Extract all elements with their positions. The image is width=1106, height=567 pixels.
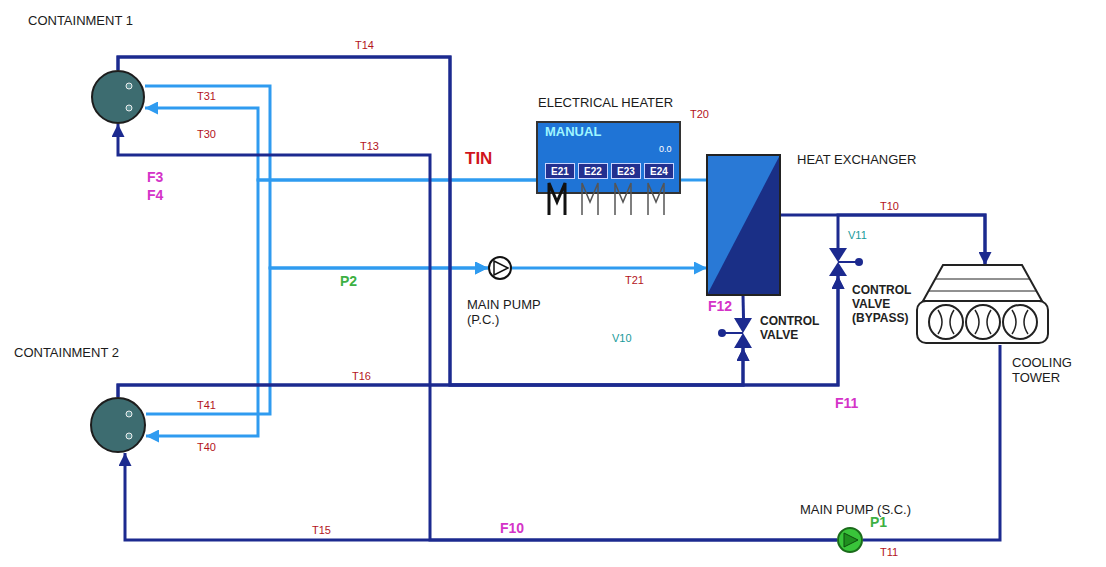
primary-pipe — [145, 86, 488, 268]
valve-tag: V11 — [848, 229, 867, 241]
pump-symbol: MAIN PUMP (S.C.) — [837, 527, 863, 553]
cooling-tower: COOLING TOWER — [915, 265, 1050, 345]
sensor-tag: T11 — [880, 546, 898, 558]
sensor-tag: T14 — [355, 39, 374, 51]
control-valve-outline — [731, 318, 755, 348]
primary-pipe — [680, 179, 707, 182]
secondary-pipe — [742, 295, 746, 318]
containment-tank-outline — [91, 70, 145, 124]
electrical-heater: ELECTRICAL HEATERMANUAL0.0E21E22E23E24 — [537, 122, 680, 193]
sensor-tag: T41 — [197, 399, 216, 411]
cooling-tower-outline — [915, 265, 1050, 345]
element-id: E23 — [617, 164, 635, 179]
sensor-tag: T16 — [352, 370, 371, 382]
node-heading: CONTAINMENT 2 — [14, 345, 119, 360]
heat-exchanger: HEAT EXCHANGER — [707, 155, 780, 295]
sensor-tag: T21 — [625, 274, 644, 286]
sensor-tag: T15 — [312, 524, 331, 536]
power-readout: 0.0 — [659, 142, 672, 157]
sensor-tag: T31 — [197, 90, 216, 102]
node-heading: MAIN PUMP (P.C.) — [467, 297, 559, 327]
secondary-pipe — [118, 124, 837, 540]
bypass-valve: CONTROL VALVE (BYPASS) — [826, 248, 850, 276]
node-heading: CONTAINMENT 1 — [28, 13, 133, 28]
heater-element: E23 — [611, 163, 641, 179]
primary-pipe — [146, 268, 488, 414]
pressure-tag: P2 — [340, 274, 357, 289]
pump-symbol-outline — [488, 256, 512, 280]
pump-symbol-outline — [837, 527, 863, 553]
secondary-pipe — [780, 215, 985, 265]
element-id: E24 — [650, 164, 668, 179]
flow-tag: F3 — [147, 170, 163, 185]
secondary-pipe — [118, 57, 838, 385]
pressure-tag: P1 — [870, 515, 887, 530]
element-id: E22 — [584, 164, 602, 179]
containment-tank: CONTAINMENT 2 — [90, 397, 146, 453]
primary-pipe — [145, 108, 537, 180]
element-id: E21 — [551, 164, 569, 179]
node-heading: MAIN PUMP (S.C.) — [800, 502, 911, 517]
flow-tag: F4 — [147, 188, 163, 203]
pump-symbol: MAIN PUMP (P.C.) — [488, 256, 512, 280]
node-heading: CONTROL VALVE — [760, 314, 832, 342]
control-valve: CONTROL VALVE — [731, 318, 755, 348]
node-heading: ELECTRICAL HEATER — [538, 95, 673, 110]
flow-tag: F10 — [500, 521, 524, 536]
node-heading: COOLING TOWER — [1012, 355, 1102, 385]
node-heading: CONTROL VALVE (BYPASS) — [852, 283, 914, 325]
heater-element: E21 — [545, 163, 575, 179]
bypass-valve-outline — [826, 248, 850, 276]
heater-element: E24 — [644, 163, 674, 179]
sensor-tag: T30 — [197, 128, 216, 140]
secondary-pipe — [838, 215, 985, 265]
sensor-tag: T40 — [197, 441, 216, 453]
heat-exchanger-outline — [707, 155, 780, 295]
primary-pipe — [512, 267, 707, 270]
sensor-tag: T10 — [880, 200, 899, 212]
sensor-tag: T20 — [690, 108, 709, 120]
containment-tank-outline — [90, 397, 146, 453]
node-heading: HEAT EXCHANGER — [797, 152, 916, 167]
valve-tag: V10 — [612, 332, 632, 344]
heater-mode: MANUAL — [545, 124, 601, 139]
flow-tag: F12 — [708, 299, 732, 314]
heater-element: E22 — [578, 163, 608, 179]
containment-tank: CONTAINMENT 1 — [91, 70, 145, 124]
sensor-tag: T13 — [360, 140, 379, 152]
flow-tag: F11 — [835, 396, 858, 411]
sensor-tag: TIN — [465, 150, 492, 169]
secondary-pipe — [125, 453, 837, 540]
